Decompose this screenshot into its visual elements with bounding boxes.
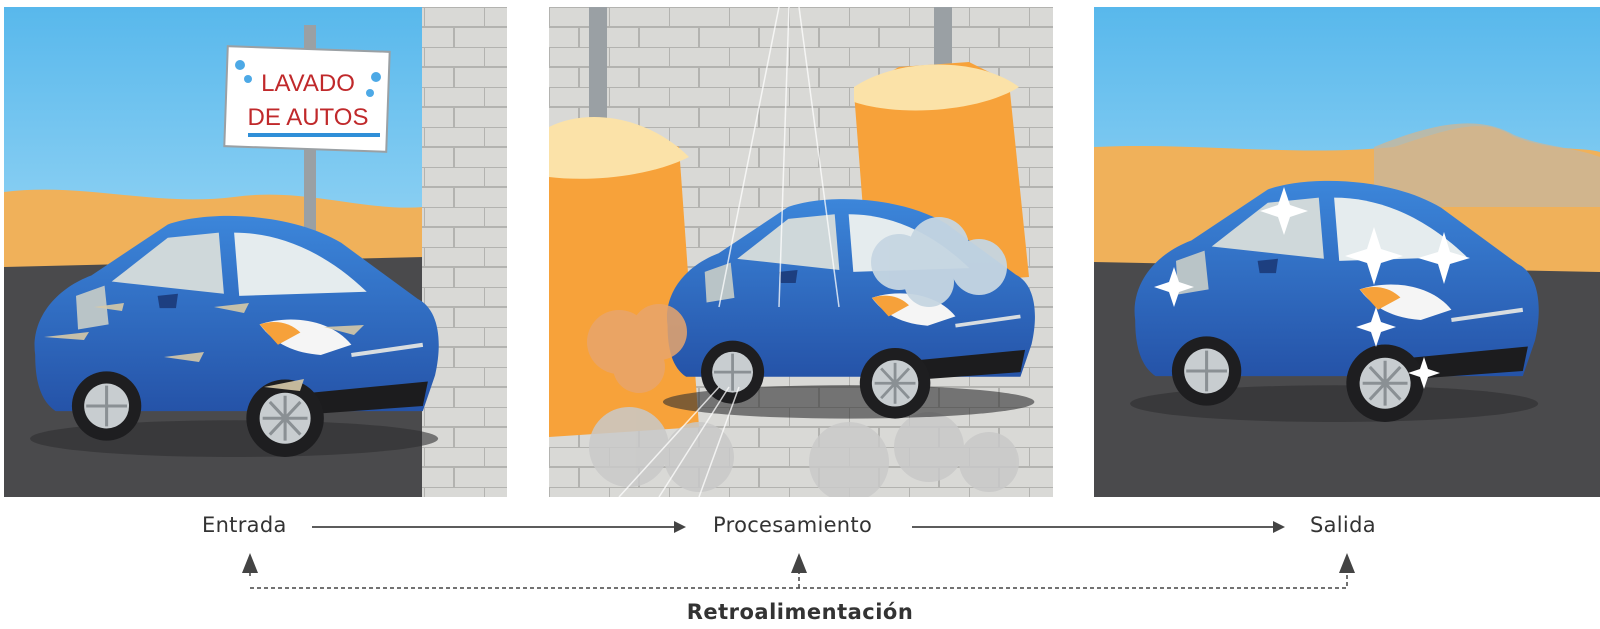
feedback-arrowhead-input — [242, 553, 258, 573]
feedback-arrowhead-output — [1339, 553, 1355, 573]
input-panel: LAVADO DE AUTOS — [4, 7, 507, 497]
sparkle-icons — [1154, 187, 1470, 389]
washing-car-illustration — [549, 7, 1053, 497]
clean-car-illustration — [1094, 7, 1600, 497]
feedback-arrowhead-processing — [791, 553, 807, 573]
car-wash-sign: LAVADO DE AUTOS — [223, 45, 391, 153]
feedback-loop — [242, 553, 1355, 589]
feedback-label: Retroalimentación — [686, 600, 914, 624]
stage-output-label: Salida — [1310, 513, 1376, 537]
output-panel — [1094, 7, 1600, 497]
sign-line1: LAVADO — [261, 70, 355, 97]
processing-panel — [549, 7, 1053, 497]
stage-input-label: Entrada — [202, 513, 287, 537]
dirty-car-illustration: LAVADO DE AUTOS — [4, 7, 507, 497]
stage-processing-label: Procesamiento — [713, 513, 873, 537]
sign-line2: DE AUTOS — [248, 104, 369, 131]
